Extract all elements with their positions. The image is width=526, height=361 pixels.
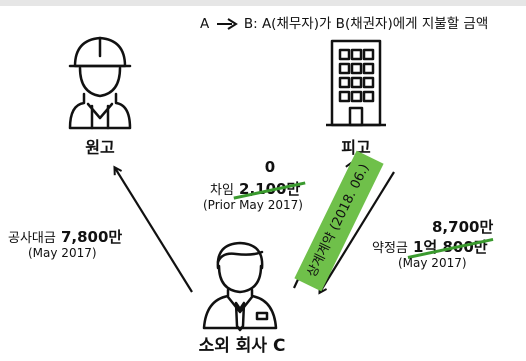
loan-amount-line: 차임 2,100만 (210, 178, 300, 199)
loan-date: (Prior May 2017) (203, 198, 303, 212)
legend-arrow-icon (216, 18, 238, 30)
top-bar (0, 0, 526, 6)
legend-text: B: A(채무자)가 B(채권자)에게 지불할 금액 (243, 16, 489, 32)
settlement-old-amount: 1억 800만 (412, 238, 488, 256)
plaintiff-label: 원고 (85, 138, 115, 157)
construction-amount: 7,800만 (60, 228, 123, 246)
loan-new-amount: 0 (264, 158, 276, 176)
defendant-building-icon (326, 39, 386, 127)
settlement-prefix: 약정금 (372, 241, 408, 256)
settlement-date: (May 2017) (398, 256, 467, 270)
settlement-amount-line: 약정금 1억 800만 (372, 236, 488, 257)
company-c-label: 소외 회사 C (198, 336, 286, 356)
arrow-settlement (320, 171, 395, 292)
loan-prefix: 차임 (210, 183, 234, 198)
construction-amount-line: 공사대금 7,800만 (8, 226, 122, 247)
plaintiff-worker-icon (68, 36, 132, 130)
company-c-person-icon (202, 241, 278, 332)
arrow-construction (115, 168, 193, 293)
settlement-new-amount: 8,700만 (432, 218, 494, 236)
legend: A B: A(채무자)가 B(채권자)에게 지불할 금액 (200, 12, 488, 32)
loan-old-amount: 2,100만 (239, 180, 301, 198)
legend-from: A (200, 16, 210, 32)
construction-prefix: 공사대금 (8, 231, 56, 246)
construction-date: (May 2017) (28, 246, 97, 260)
defendant-label: 피고 (341, 138, 371, 157)
